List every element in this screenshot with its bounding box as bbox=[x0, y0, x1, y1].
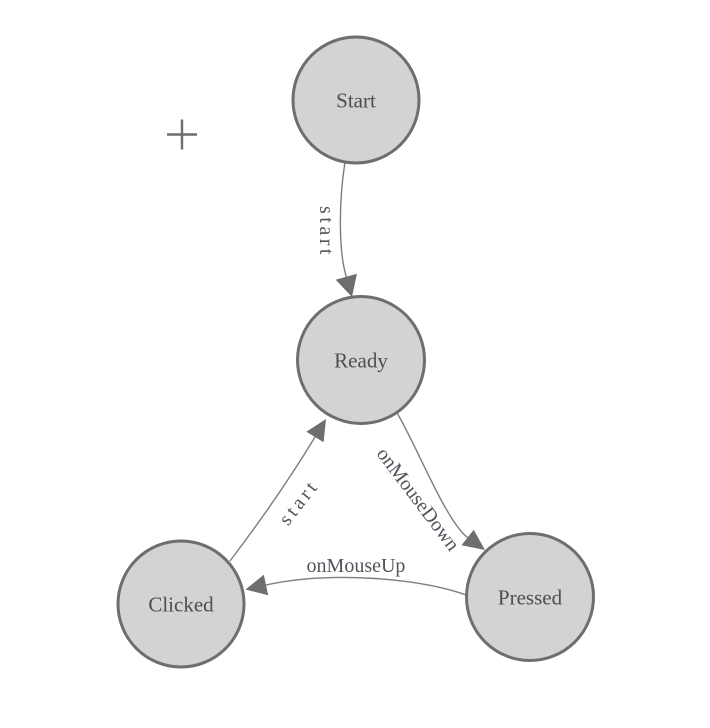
add-state-tool[interactable] bbox=[167, 119, 197, 150]
transition-line[interactable] bbox=[395, 410, 469, 539]
state-circle[interactable] bbox=[116, 539, 246, 669]
state-label: Pressed bbox=[498, 585, 563, 609]
state-node-clicked[interactable]: Clicked bbox=[116, 539, 246, 669]
transition-label: onMouseDown bbox=[372, 444, 464, 556]
transition-line[interactable] bbox=[339, 161, 348, 280]
arrowhead-icon bbox=[335, 273, 357, 297]
state-circle[interactable] bbox=[465, 532, 595, 662]
transition-label: onMouseUp bbox=[307, 555, 406, 577]
state-circle[interactable] bbox=[291, 35, 421, 165]
state-label: Start bbox=[336, 88, 376, 112]
transition-start-to-ready[interactable]: start bbox=[315, 161, 357, 297]
state-node-pressed[interactable]: Pressed bbox=[465, 532, 595, 662]
arrowhead-icon bbox=[245, 574, 269, 596]
state-label: Ready bbox=[334, 348, 388, 372]
transition-label: start bbox=[275, 475, 324, 529]
transition-line[interactable] bbox=[265, 576, 467, 596]
arrowhead-icon bbox=[461, 529, 485, 550]
transition-line[interactable] bbox=[229, 436, 316, 562]
transition-label: start bbox=[315, 206, 337, 258]
state-circle[interactable] bbox=[296, 295, 426, 425]
state-label: Clicked bbox=[148, 592, 214, 616]
transition-clicked-to-ready[interactable]: start bbox=[229, 419, 326, 562]
transition-ready-to-pressed[interactable]: onMouseDown bbox=[372, 410, 485, 556]
plus-icon[interactable] bbox=[167, 119, 197, 150]
state-node-start[interactable]: Start bbox=[291, 35, 421, 165]
arrowhead-icon bbox=[306, 419, 326, 443]
state-node-ready[interactable]: Ready bbox=[296, 295, 426, 425]
transition-pressed-to-clicked[interactable]: onMouseUp bbox=[245, 555, 467, 596]
